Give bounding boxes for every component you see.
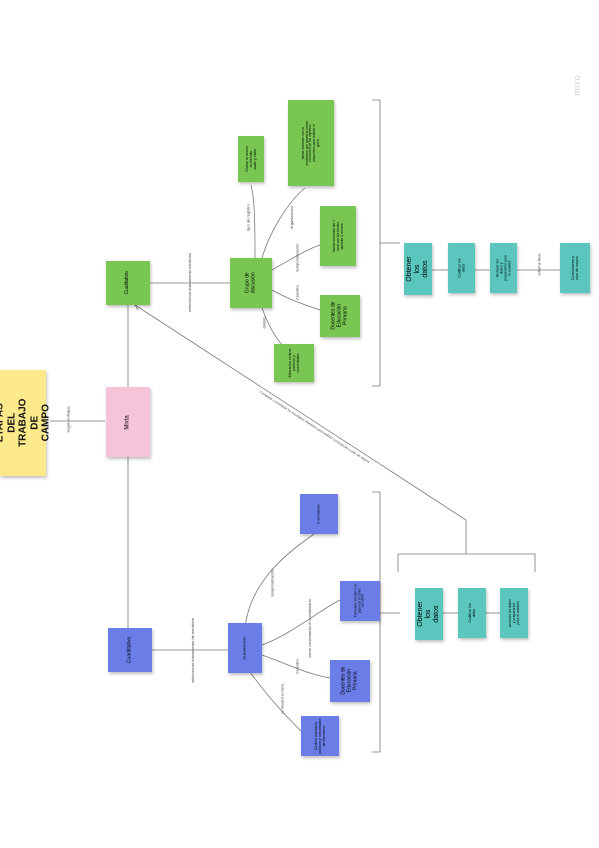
edge-muestra-cuant: muestra (294, 659, 300, 674)
edge-ambito-cuant: se llevará a cabo... (279, 680, 285, 715)
ambito-cuant-node[interactable]: Centros escolares públicos y concertados… (301, 716, 339, 756)
muestra-cuant-node[interactable]: Docentes de Educación Primaria (330, 660, 370, 702)
ambito-cual-node[interactable]: Educación centros públicos y concertados (274, 344, 314, 382)
cual-step-obtener[interactable]: Obtener los datos (404, 243, 432, 295)
edge-muestra-cual: muestra (294, 285, 300, 300)
ambito-cuant-text: Centros escolares públicos y concertados… (313, 718, 327, 754)
muestra-cuant-text: Docentes de Educación Primaria (340, 666, 358, 696)
edge-organizacion: organización (288, 206, 294, 229)
cualitativo-node[interactable]: Cualitativo (106, 261, 150, 305)
temporalizacion-cual-text: Varias sesiones de 1 hora por las tardes… (331, 219, 345, 253)
cual-step-codificar-text: Codificar los datos (457, 258, 466, 278)
cual-step-archivar-text: Archivar los datos y prepararlos para el… (495, 255, 512, 281)
registro-node[interactable]: Grabar la sesión en formato audio y víde… (238, 136, 264, 182)
cuantitativo-instr-label: seleccionar instrumento de medición (189, 618, 195, 683)
cuant-step-obtener[interactable]: Obtener los datos (415, 588, 443, 640)
grupo-discusion-label: Grupo de discusión (244, 272, 256, 294)
temporalizacion-cuant-text: 3 semanas (315, 504, 321, 524)
ambito-cual-text: Educación centros públicos y concertados (287, 348, 301, 378)
cual-step-conclusiones-text: Conclusiones y plan de mejora (570, 256, 579, 280)
cuant-step-obtener-text: Obtener los datos (416, 601, 441, 627)
cual-step-informe-label: informe final (536, 253, 542, 276)
cuantitativo-node[interactable]: Cuantitativo (108, 628, 152, 672)
title-note: ETAPAS DEL TRABAJO DE CAMPO (0, 370, 51, 476)
como-node[interactable]: Formulario Google o en papel en el centr… (340, 581, 380, 621)
temporalizacion-cuant-node[interactable]: 3 semanas (300, 494, 338, 534)
cualitativo-label: Cualitativo (124, 271, 131, 295)
muestra-cual-node[interactable]: Docentes de Educación Primaria (320, 295, 360, 337)
mixta-edge-label: según enfoque (65, 406, 71, 433)
mixta-node[interactable]: Mixta (106, 387, 150, 457)
registro-text: Grabar la sesión en formato audio y víde… (244, 146, 258, 172)
cuant-step-codificar[interactable]: Codificar los datos (458, 588, 486, 638)
organizacion-text: Varias sesiones con un moderador que gui… (300, 120, 320, 166)
edge-temporalizacion-cuant: temporalización (269, 568, 275, 597)
mixta-label: Mixta (124, 414, 131, 430)
edge-temporalizacion-cual: temporalización (294, 243, 300, 272)
edge-registro: tipo de registro (245, 204, 251, 231)
cual-step-obtener-text: Obtener los datos (405, 256, 430, 282)
miro-logo: miro (571, 74, 582, 96)
cual-step-archivar[interactable]: Archivar los datos y prepararlos para el… (490, 243, 517, 293)
organizacion-node[interactable]: Varias sesiones con un moderador que gui… (288, 100, 334, 186)
cual-step-conclusiones[interactable]: Conclusiones y plan de mejora (560, 243, 590, 293)
cuestionario-label: Cuestionario (241, 636, 247, 660)
cualitativo-instr-label: seleccionar instrumento medición (187, 252, 193, 313)
cuantitativo-label: Cuantitativo (126, 636, 133, 664)
cuant-step-codificar-text: Codificar los datos (467, 603, 476, 623)
cual-step-codificar[interactable]: Codificar los datos (448, 243, 475, 293)
grupo-discusion-node[interactable]: Grupo de discusión (230, 258, 272, 308)
edge-como: cómo contestarán el cuestionario (306, 599, 312, 658)
como-text: Formulario Google o en papel en el centr… (353, 584, 365, 618)
cuant-step-archivar[interactable]: Archivar los datos y prepararlos para el… (500, 588, 528, 638)
page-title: ETAPAS DEL TRABAJO DE CAMPO (0, 398, 52, 448)
muestra-cual-text: Docentes de Educación Primaria (330, 301, 348, 331)
cuant-step-archivar-text: Archivar los datos y prepararlos para el… (507, 599, 521, 627)
cuestionario-node[interactable]: Cuestionario (228, 623, 262, 673)
temporalizacion-cual-node[interactable]: Varias sesiones de 1 hora por las tardes… (320, 206, 356, 266)
edge-ambito-cual: ámbito (261, 316, 267, 329)
